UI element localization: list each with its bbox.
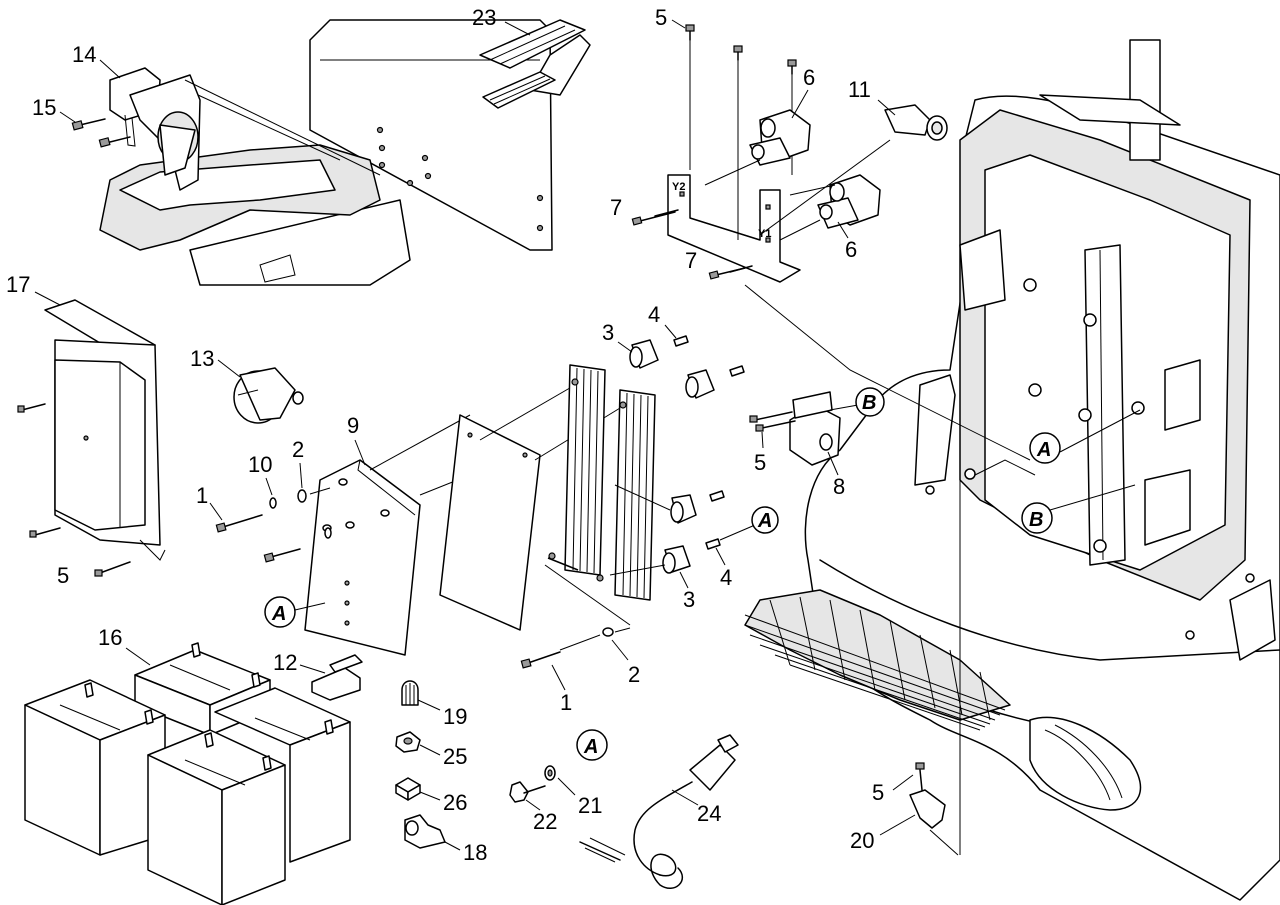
ref-circle-a-1-label: A: [271, 603, 286, 625]
part-22-screw: [509, 781, 546, 803]
part-13-buzzer: [233, 367, 304, 424]
ref-circle-a-2: [751, 506, 779, 534]
part-10-washers: [269, 497, 332, 539]
ref-circle-a-3-label: A: [583, 736, 598, 758]
label-part-25: 25: [443, 744, 467, 769]
machine-body: [804, 39, 1280, 901]
ref-circle-a-1: [264, 596, 296, 628]
label-part-26: 26: [443, 790, 467, 815]
label-part-6-bottom: 6: [845, 237, 857, 262]
ref-circle-a-2-label: A: [757, 510, 772, 532]
part-17-cover-box: [17, 299, 166, 577]
label-part-14: 14: [72, 42, 96, 67]
part-11-pressure-switch: [759, 104, 948, 236]
label-part-11: 11: [848, 77, 871, 102]
ref-circle-b-1-label: B: [862, 392, 876, 414]
bracket-mark-y2: Y2: [672, 181, 685, 193]
ref-circle-a-4-label: A: [1036, 439, 1051, 461]
part-9-controller: [304, 414, 521, 656]
part-26-square-nut: [395, 777, 441, 801]
label-part-10: 10: [248, 452, 272, 477]
part-20-clip: [909, 762, 959, 856]
part-2-washers: [297, 487, 631, 637]
label-part-3-bottom: 3: [683, 587, 695, 612]
label-part-5-left: 5: [57, 563, 69, 588]
part-8-key-switch: [749, 391, 859, 466]
label-part-2-bottom: 2: [628, 662, 640, 687]
label-part-8: 8: [833, 474, 845, 499]
part-14-bracket: [71, 67, 201, 191]
part-labels: 23 5 6 11 7 6 7 14 15 17 13 3 4 9 10 2 1…: [6, 5, 916, 865]
label-part-5-right: 5: [872, 780, 884, 805]
part-19-terminal-cap: [401, 680, 441, 711]
label-part-22: 22: [533, 809, 557, 834]
heatsink-resistors: [544, 364, 656, 626]
label-part-2-top: 2: [292, 437, 304, 462]
part-1-screws: [215, 514, 601, 669]
label-part-6-top: 6: [803, 65, 815, 90]
label-part-21: 21: [578, 793, 602, 818]
ref-circle-a-4: [1029, 432, 1061, 464]
ref-circle-b-2-label: B: [1029, 509, 1043, 531]
label-part-1-bottom: 1: [560, 690, 572, 715]
label-part-20: 20: [850, 828, 874, 853]
part-4-studs: [673, 335, 756, 550]
label-part-15: 15: [32, 95, 56, 120]
label-part-1-top: 1: [196, 483, 208, 508]
part-6-solenoid-valves: [704, 109, 881, 241]
ref-circle-b-2: [1021, 502, 1053, 534]
label-part-5-mid: 5: [754, 450, 766, 475]
part-7-screws: [631, 209, 753, 280]
ref-circles: A A A A B B: [264, 387, 1061, 761]
part-25-nut: [395, 731, 441, 756]
insulating-sheet: [439, 384, 626, 631]
label-part-23: 23: [472, 5, 496, 30]
part-24-power-cable: [579, 734, 739, 889]
label-part-16: 16: [98, 625, 122, 650]
ref-circle-b-1: [855, 387, 885, 417]
label-part-13: 13: [190, 346, 214, 371]
label-part-17: 17: [6, 272, 30, 297]
ref-circle-a-3: [576, 729, 608, 761]
label-part-12: 12: [273, 650, 297, 675]
label-part-5-top: 5: [655, 5, 667, 30]
leader-lines: [184, 79, 1141, 855]
part-12-connector: [299, 654, 363, 701]
label-part-9: 9: [347, 413, 359, 438]
label-part-7-bottom: 7: [685, 248, 697, 273]
label-part-4-top: 4: [648, 302, 660, 327]
part-21-washer: [544, 765, 556, 781]
part-18-battery-clamp: [404, 814, 461, 851]
part-23-ribbon-cable: [479, 19, 591, 109]
part-16-batteries: [24, 642, 351, 905]
bracket-mark-y1: Y1: [758, 228, 771, 240]
label-part-4-bottom: 4: [720, 565, 732, 590]
label-part-7-top: 7: [610, 195, 622, 220]
label-part-18: 18: [463, 840, 487, 865]
chassis-top: [99, 19, 553, 286]
label-part-24: 24: [697, 801, 721, 826]
label-part-19: 19: [443, 704, 467, 729]
label-part-3-top: 3: [602, 320, 614, 345]
part-3-rubber-mounts: [609, 339, 715, 576]
